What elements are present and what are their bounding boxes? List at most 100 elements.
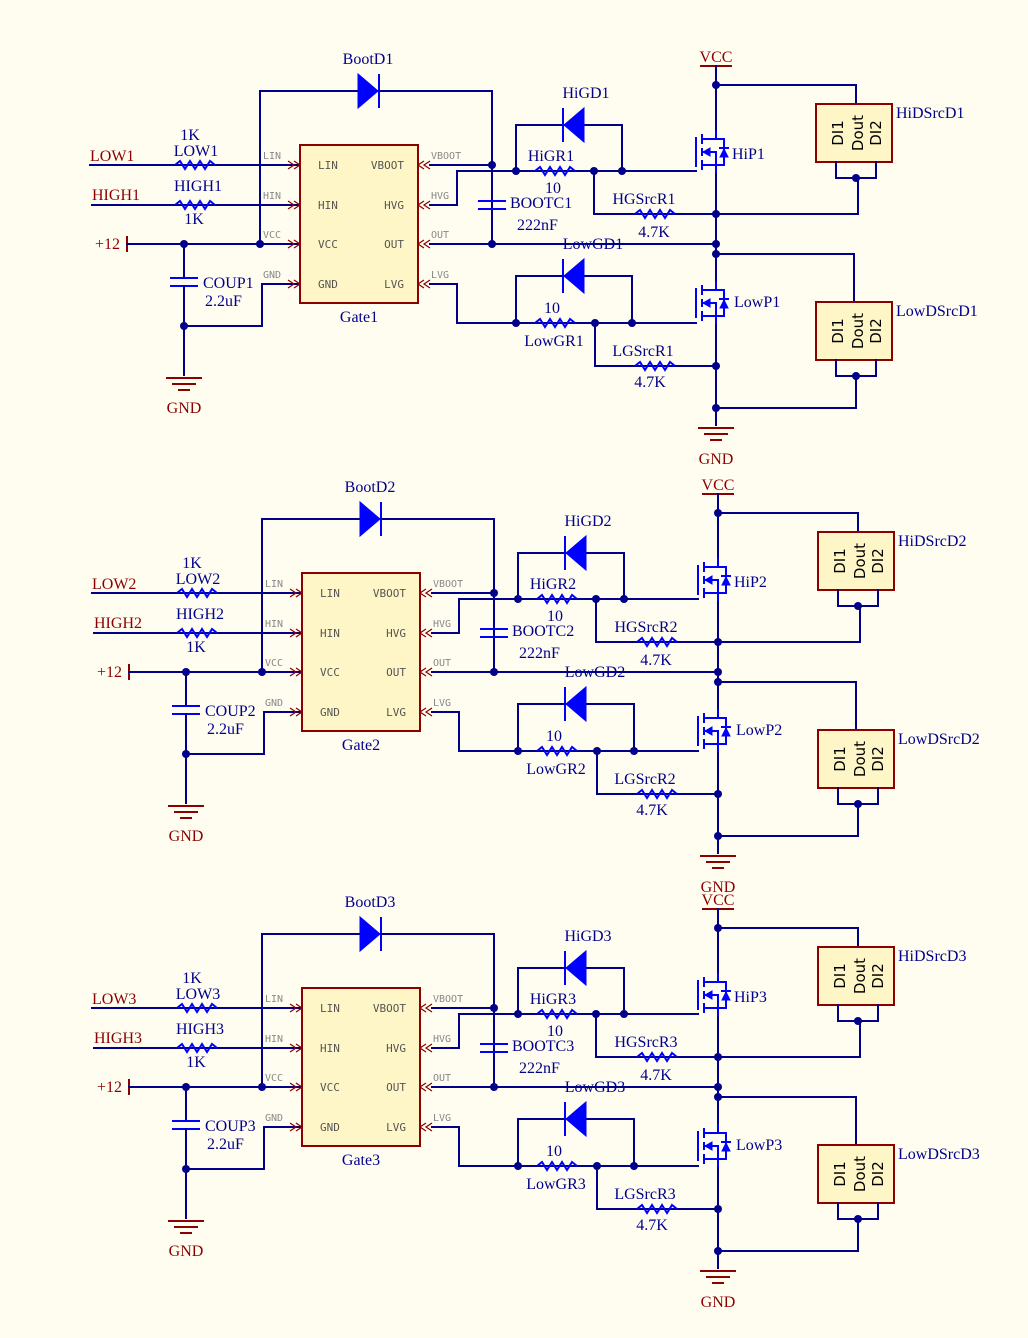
- lgsrc-wire: [594, 322, 717, 367]
- gnd-pin-wire: [183, 283, 301, 327]
- high-resistor-value: 1K: [186, 1054, 206, 1071]
- low-resistor-ref: LOW2: [176, 571, 220, 588]
- ext-pin-vcc: VCC: [263, 230, 281, 241]
- lvg-wire: [429, 283, 697, 324]
- lowgr-resistor: [536, 745, 578, 757]
- lgsrc-resistor: [636, 1203, 678, 1215]
- ext-pin-gnd: GND: [265, 698, 283, 709]
- gate-pin-out: OUT: [386, 1081, 406, 1094]
- junction-dot: [490, 1083, 498, 1091]
- coup-ref: COUP1: [203, 275, 254, 292]
- lgsrc-ref: LGSrcR1: [612, 343, 673, 360]
- gnd-left-label: GND: [169, 828, 204, 845]
- pin-lvg-arrow2: [424, 1122, 433, 1132]
- hvg-wire: [431, 598, 699, 634]
- gate-driver-section-2: LOW21KLOW2HIGH2HIGH21K+12COUP22.2uFGNDBo…: [91, 477, 980, 896]
- pin-vboot-arrow2: [424, 1003, 433, 1013]
- gate-pin-hvg: HVG: [386, 627, 406, 640]
- gnd-pin-wire: [185, 1126, 303, 1170]
- lowp-ref: LowP1: [734, 294, 780, 311]
- pin-out-arrow2: [424, 1082, 433, 1092]
- lowds-box-pin-d2: DI2: [869, 746, 887, 772]
- lowp-mosfet-source: [702, 315, 717, 325]
- pin-hvg-arrow2: [422, 200, 431, 210]
- ext-pin-gnd: GND: [263, 270, 281, 281]
- lowgd-ref: LowGD2: [565, 664, 625, 681]
- lowp-mosfet-bodydiode-wire: [718, 1132, 727, 1160]
- high-resistor: [174, 199, 216, 211]
- low-resistor-ref: LOW1: [174, 143, 218, 160]
- high-resistor-value: 1K: [186, 639, 206, 656]
- lvg-wire: [431, 711, 699, 752]
- gnd-right-label: GND: [701, 1294, 736, 1311]
- gate-ref: Gate2: [342, 737, 380, 754]
- ext-pin-lin: LIN: [263, 151, 281, 162]
- hids-box-pin-dout: Dout: [851, 958, 869, 994]
- coup-ref: COUP2: [205, 703, 256, 720]
- pin-out-arrow: [418, 667, 427, 677]
- junction-dot: [488, 240, 496, 248]
- hip-mosfet-arrow: [703, 990, 713, 1000]
- lowp-mosfet-bodydiode-wire: [716, 289, 725, 317]
- lowgd-diode-body: [565, 1100, 587, 1138]
- lowp-ref: LowP3: [736, 1137, 782, 1154]
- plus12-label: +12: [95, 236, 120, 253]
- low-resistor-ref: LOW3: [176, 986, 220, 1003]
- lgsrc-wire: [596, 1165, 719, 1210]
- boot-diode-ref: BootD2: [345, 479, 396, 496]
- pin-hin-arrow: [289, 628, 298, 638]
- lowp-mosfet-bodydiode-wire: [718, 717, 727, 745]
- pin-gnd-arrow2: [293, 279, 302, 289]
- lowds-box-pin-dout: Dout: [849, 313, 867, 349]
- higr-value: 10: [547, 1023, 563, 1040]
- junction-dot: [712, 250, 720, 258]
- hgsrc-value: 4.7K: [638, 224, 670, 241]
- ext-pin-lvg: LVG: [433, 698, 451, 709]
- pin-lvg-arrow2: [424, 707, 433, 717]
- lowds-box-body: [817, 729, 895, 789]
- lgsrc-ref: LGSrcR2: [614, 771, 675, 788]
- pin-vboot-arrow2: [424, 588, 433, 598]
- ext-pin-out: OUT: [433, 658, 451, 669]
- hids-box-ref: HiDSrcD2: [898, 533, 966, 550]
- bootc-value: 222nF: [517, 217, 558, 234]
- lowds-bottom-return: [715, 375, 857, 409]
- gate-pin-vboot: VBOOT: [373, 587, 406, 600]
- ext-pin-gnd: GND: [265, 1113, 283, 1124]
- gate-ic-body: [301, 572, 421, 732]
- pin-out-arrow2: [422, 239, 431, 249]
- pin-gnd-arrow: [289, 707, 298, 717]
- higd-ref: HiGD3: [564, 928, 611, 945]
- pin-hvg-arrow2: [424, 628, 433, 638]
- gnd-right-label: GND: [699, 451, 734, 468]
- plus12-label: +12: [97, 1079, 122, 1096]
- hgsrc-ref: HGSrcR2: [614, 619, 677, 636]
- lowds-box-pin-d1: DI1: [831, 746, 849, 772]
- higd-diode-body: [563, 106, 585, 144]
- hvg-wire: [431, 1013, 699, 1049]
- lgsrc-value: 4.7K: [634, 374, 666, 391]
- hgsrc-value: 4.7K: [640, 652, 672, 669]
- lowp-mosfet-drain: [704, 1124, 719, 1134]
- lowgr-resistor: [536, 1160, 578, 1172]
- higr-resistor: [534, 165, 576, 177]
- hids-box-ref: HiDSrcD1: [896, 105, 964, 122]
- pin-vboot-arrow: [418, 588, 427, 598]
- junction-dot: [490, 589, 498, 597]
- gnd-left-label: GND: [169, 1243, 204, 1260]
- lowgd-diode-body: [563, 257, 585, 295]
- hids-box-pin-d2: DI2: [867, 120, 885, 146]
- pin-lin-arrow2: [295, 588, 304, 598]
- lowds-box-pin-dout: Dout: [851, 1156, 869, 1192]
- high-resistor-value: 1K: [184, 211, 204, 228]
- pin-vcc-arrow: [287, 239, 296, 249]
- lowds-box-ref: LowDSrcD1: [896, 303, 978, 320]
- hids-bottom-return: [715, 177, 859, 215]
- gate-pin-vcc: VCC: [318, 238, 338, 251]
- pin-vcc-arrow2: [295, 667, 304, 677]
- ext-pin-vcc: VCC: [265, 1073, 283, 1084]
- higr-value: 10: [545, 180, 561, 197]
- lowgr-value: 10: [546, 728, 562, 745]
- hip-mosfet-source: [702, 164, 717, 174]
- pin-lin-arrow2: [295, 1003, 304, 1013]
